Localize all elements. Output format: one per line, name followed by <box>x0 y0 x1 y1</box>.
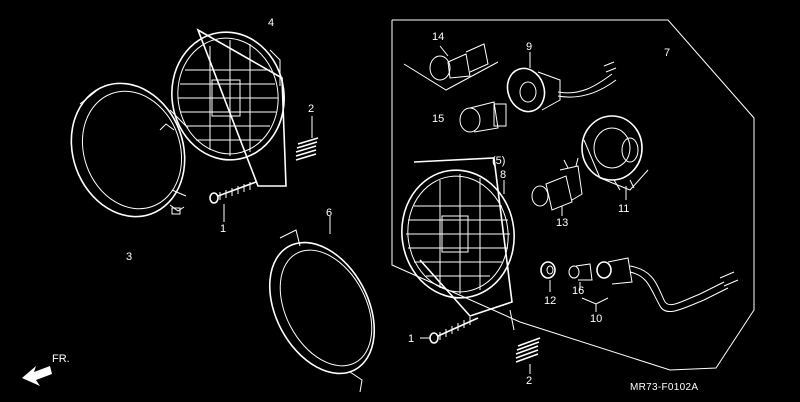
part-15-bulb <box>459 101 507 133</box>
callout-14: 14 <box>432 31 444 43</box>
callout-labels: 4 2 3 1 6 14 9 7 15 (5) 8 11 13 12 16 10… <box>126 17 670 387</box>
assembly-outline <box>391 19 755 371</box>
part-13-bulb <box>531 157 583 216</box>
callout-7: 7 <box>664 47 670 59</box>
callout-2-lower: 2 <box>526 375 532 387</box>
part-9-socket <box>506 52 617 113</box>
part-11-headlight-case <box>581 115 649 200</box>
callout-1-upper: 1 <box>220 223 226 235</box>
part-6-mounting-ring <box>268 216 376 393</box>
part-1-screw-upper <box>209 181 257 222</box>
callout-5: (5) <box>492 155 505 167</box>
part-4-headlight-unit <box>171 28 287 187</box>
callout-3: 3 <box>126 251 132 263</box>
callout-16: 16 <box>572 285 584 297</box>
part-10-socket <box>581 257 739 312</box>
drawing-code: MR73-F0102A <box>630 382 698 393</box>
callout-8: 8 <box>500 169 506 181</box>
callout-9: 9 <box>526 41 532 53</box>
callout-13: 13 <box>556 217 568 229</box>
part-3-rim-band <box>70 82 189 218</box>
bracket-14-9 <box>403 61 499 91</box>
callout-6: 6 <box>326 207 332 219</box>
callout-15: 15 <box>432 113 444 125</box>
forward-arrow-icon <box>22 366 52 386</box>
part-2-spring-lower <box>515 337 541 374</box>
part-16-bulb <box>568 263 593 290</box>
part-12-grommet <box>540 261 556 292</box>
callout-12: 12 <box>544 295 556 307</box>
callout-2-upper: 2 <box>308 103 314 115</box>
part-2-spring-upper <box>295 116 319 161</box>
callout-11: 11 <box>618 203 629 215</box>
direction-label: FR. <box>52 353 70 365</box>
callout-1-lower: 1 <box>408 333 414 345</box>
callout-10: 10 <box>590 313 602 325</box>
callout-4: 4 <box>268 17 274 29</box>
part-14-bulb <box>429 43 489 81</box>
part-8-headlight-unit <box>401 157 515 331</box>
part-1-screw-lower <box>420 317 479 344</box>
